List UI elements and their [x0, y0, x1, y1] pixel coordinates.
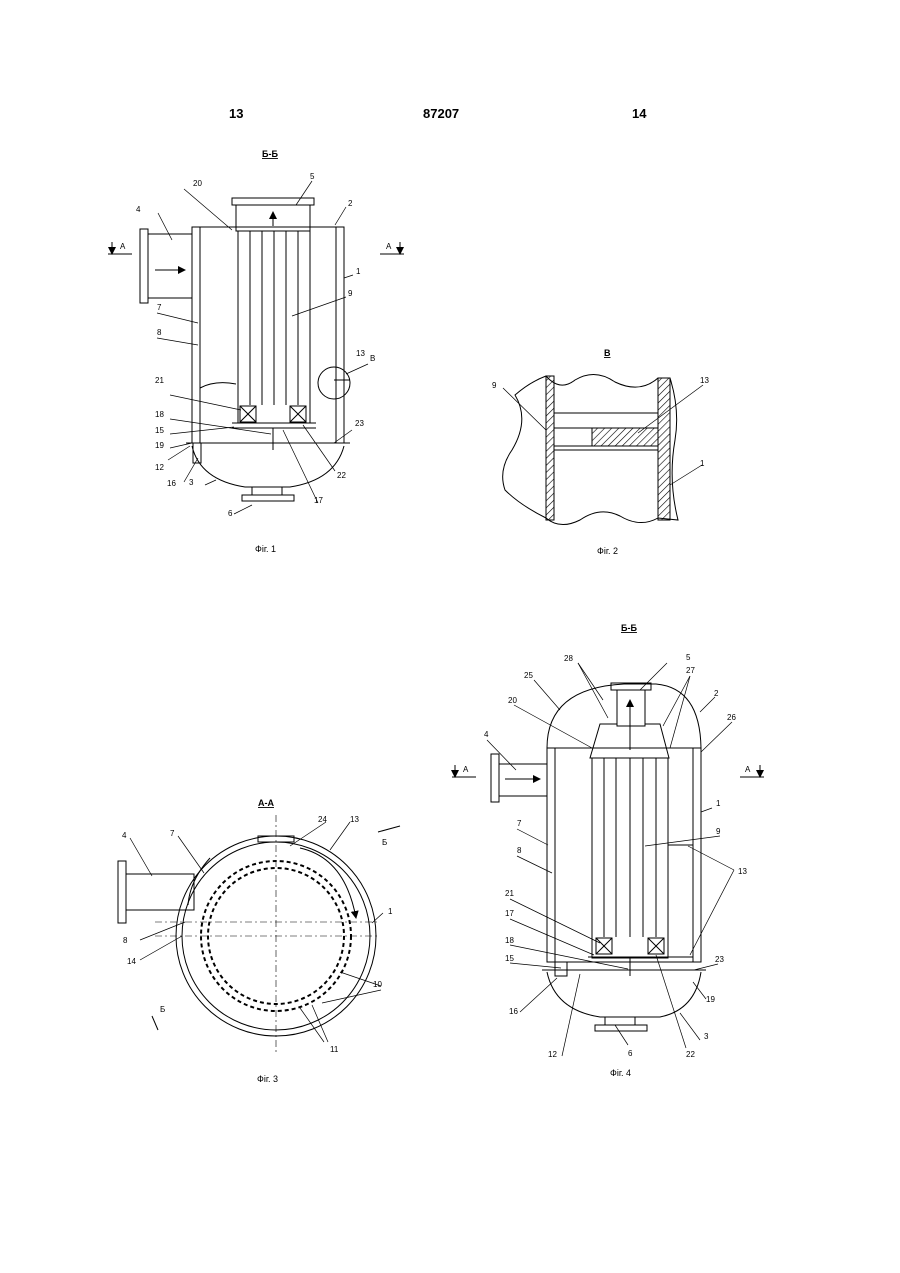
fig3-label-4: 4	[122, 831, 127, 840]
fig3-label-14: 14	[127, 957, 136, 966]
fig1-section-mark-left: А	[120, 242, 126, 251]
fig1-caption: Фіг. 1	[255, 544, 276, 554]
fig3-section-title: А-А	[258, 798, 274, 808]
fig4-inlet-nozzle	[499, 764, 547, 796]
fig4-label-6: 6	[628, 1049, 633, 1058]
fig4-label-21: 21	[505, 889, 514, 898]
fig4-label-8: 8	[517, 846, 522, 855]
fig4-outlet-nozzle	[617, 690, 645, 726]
fig1-detail-circle	[318, 367, 350, 399]
fig4-label-27: 27	[686, 666, 695, 675]
fig3-label-8: 8	[123, 936, 128, 945]
fig4-label-15: 15	[505, 954, 514, 963]
fig3-label-11: 11	[330, 1045, 339, 1054]
fig4-label-7: 7	[517, 819, 522, 828]
fig2-label-13: 13	[700, 376, 709, 385]
fig2-caption: Фіг. 2	[597, 546, 618, 556]
fig4-label-20: 20	[508, 696, 517, 705]
fig3-label-13: 13	[350, 815, 359, 824]
fig4-shell	[547, 748, 701, 962]
fig1-drain-flange	[242, 495, 294, 501]
fig1-label-23: 23	[355, 419, 364, 428]
fig4-label-28: 28	[564, 654, 573, 663]
fig2-wall-1	[658, 378, 670, 520]
fig1-label-13: 13	[356, 349, 365, 358]
fig2-section-title: В	[604, 348, 611, 358]
fig4-label-13: 13	[738, 867, 747, 876]
fig4-label-4: 4	[484, 730, 489, 739]
fig1-label-22: 22	[337, 471, 346, 480]
fig4-caption: Фіг. 4	[610, 1068, 631, 1078]
fig1-label-3: 3	[189, 478, 194, 487]
fig1-label-1: 1	[356, 267, 361, 276]
fig3-inlet-nozzle	[126, 874, 194, 910]
fig4-label-12: 12	[548, 1050, 557, 1059]
figure-1: Б-Б	[108, 149, 404, 554]
fig1-label-21: 21	[155, 376, 164, 385]
fig4-section-mark-right: А	[745, 765, 751, 774]
fig4-section-mark-left: А	[463, 765, 469, 774]
fig4-label-19: 19	[706, 995, 715, 1004]
fig4-label-23: 23	[715, 955, 724, 964]
fig4-label-3: 3	[704, 1032, 709, 1041]
fig1-label-19: 19	[155, 441, 164, 450]
fig1-label-6: 6	[228, 509, 233, 518]
fig1-label-20: 20	[193, 179, 202, 188]
figure-2: В 9 13 1 Фіг. 2	[492, 348, 709, 556]
fig3-caption: Фіг. 3	[257, 1074, 278, 1084]
fig1-label-9: 9	[348, 289, 353, 298]
figure-4: Б-Б	[452, 623, 764, 1078]
fig1-label-2: 2	[348, 199, 353, 208]
fig3-label-7: 7	[170, 829, 175, 838]
fig1-section-mark-right: А	[386, 242, 392, 251]
fig2-label-1: 1	[700, 459, 705, 468]
fig4-drain-flange	[595, 1025, 647, 1031]
fig1-label-7: 7	[157, 303, 162, 312]
fig4-label-18: 18	[505, 936, 514, 945]
fig4-label-9: 9	[716, 827, 721, 836]
fig1-label-5: 5	[310, 172, 315, 181]
fig2-wall-9	[546, 376, 554, 520]
fig4-label-22: 22	[686, 1050, 695, 1059]
fig4-section-title: Б-Б	[621, 623, 637, 633]
fig4-label-1: 1	[716, 799, 721, 808]
fig1-shell	[192, 227, 344, 443]
fig1-label-17: 17	[314, 496, 323, 505]
fig4-label-16: 16	[509, 1007, 518, 1016]
figure-3: А-А Б Б	[118, 798, 400, 1084]
fig1-label-4: 4	[136, 205, 141, 214]
fig3-section-mark-top: Б	[382, 838, 387, 847]
fig3-label-24: 24	[318, 815, 327, 824]
fig4-label-2: 2	[714, 689, 719, 698]
fig2-label-9: 9	[492, 381, 497, 390]
fig1-label-15: 15	[155, 426, 164, 435]
fig1-label-18: 18	[155, 410, 164, 419]
fig4-label-5: 5	[686, 653, 691, 662]
fig4-label-17: 17	[505, 909, 514, 918]
fig3-section-mark-bottom: Б	[160, 1005, 165, 1014]
fig1-inlet-nozzle	[148, 234, 192, 298]
fig3-label-10: 10	[373, 980, 382, 989]
fig1-label-16: 16	[167, 479, 176, 488]
fig4-label-26: 26	[727, 713, 736, 722]
fig4-top-dome	[547, 684, 701, 748]
fig1-label-12: 12	[155, 463, 164, 472]
fig2-strip-13	[592, 428, 658, 446]
fig1-detail-mark: В	[370, 354, 375, 363]
fig3-label-1: 1	[388, 907, 393, 916]
fig1-section-title: Б-Б	[262, 149, 278, 159]
fig4-label-25: 25	[524, 671, 533, 680]
fig1-label-8: 8	[157, 328, 162, 337]
